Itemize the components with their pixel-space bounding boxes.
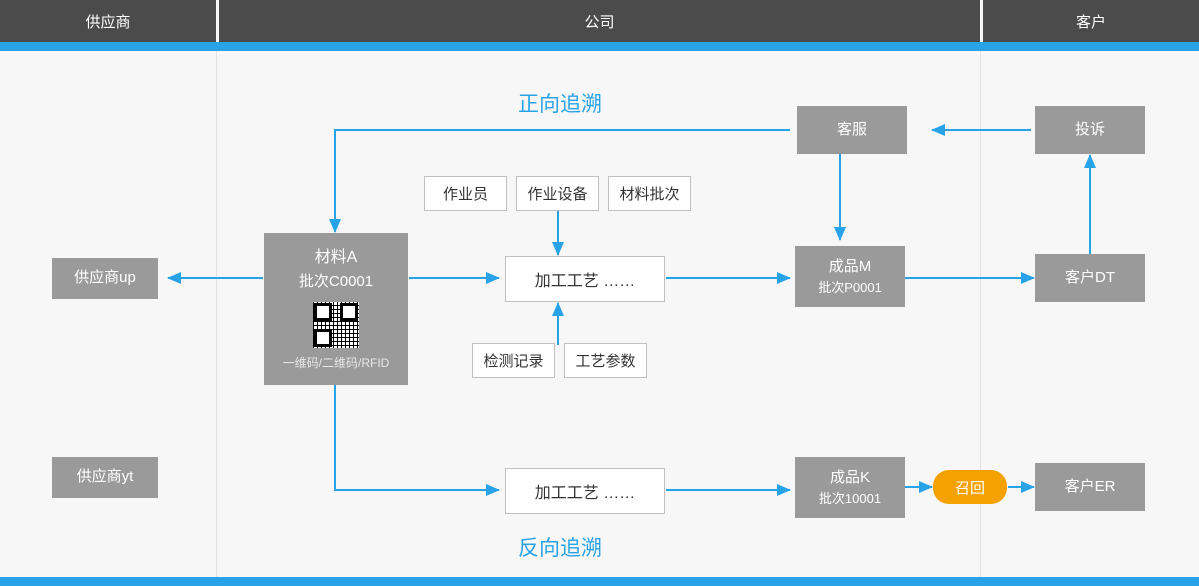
lane-header-supplier: 供应商 [0,0,216,51]
node-material-a-code-label: 一维码/二维码/RFID [282,356,390,370]
node-product-m-batch: 批次P0001 [818,280,882,295]
node-material-a-title: 材料A [314,249,358,266]
lane-header-supplier-label: 供应商 [85,13,131,31]
node-product-m-title: 成品M [828,257,872,275]
node-supplier-yt-label: 供应商yt [76,468,134,486]
node-operator[interactable]: 作业员 [424,176,507,211]
lane-divider-left [216,51,217,577]
node-inspection-record[interactable]: 检测记录 [472,343,555,378]
bottom-accent-bar [0,577,1199,586]
qr-code-icon [313,302,359,348]
node-product-m[interactable]: 成品M 批次P0001 [795,246,905,307]
node-process-parameters-label: 工艺参数 [575,353,636,370]
node-process-top-label: 加工工艺 …… [534,273,636,290]
node-customer-dt[interactable]: 客户DT [1035,254,1145,302]
node-equipment-label: 作业设备 [527,186,588,203]
node-customer-dt-label: 客户DT [1065,268,1115,286]
lane-header-customer-label: 客户 [1075,13,1106,31]
node-process-bottom-label: 加工工艺 …… [534,485,636,502]
node-operator-label: 作业员 [442,186,488,203]
node-process-parameters[interactable]: 工艺参数 [564,343,647,378]
lane-header-customer: 客户 [983,0,1199,51]
node-product-k-batch: 批次10001 [818,491,882,506]
node-supplier-up[interactable]: 供应商up [52,258,158,299]
node-customer-service-label: 客服 [836,120,867,138]
node-product-k-title: 成品K [829,468,870,486]
lane-header: 供应商 公司 客户 [0,0,1199,51]
lane-header-company-label: 公司 [584,13,615,31]
node-inspection-record-label: 检测记录 [483,353,544,370]
node-recall-label: 召回 [954,479,985,497]
backward-trace-title: 反向追溯 [518,537,602,560]
node-material-batch-label: 材料批次 [619,186,680,203]
node-process-top[interactable]: 加工工艺 …… [505,256,665,302]
node-customer-er[interactable]: 客户ER [1035,463,1145,511]
node-material-a-batch: 批次C0001 [298,273,374,290]
node-process-bottom[interactable]: 加工工艺 …… [505,468,665,514]
forward-trace-title: 正向追溯 [518,93,602,116]
node-customer-er-label: 客户ER [1064,477,1116,495]
lane-divider-right [980,51,981,577]
top-accent-bar [0,42,1199,51]
node-material-a[interactable]: 材料A 批次C0001 一维码/二维码/RFID [264,233,408,385]
node-product-k[interactable]: 成品K 批次10001 [795,457,905,518]
node-customer-service[interactable]: 客服 [797,106,907,154]
lane-header-company: 公司 [219,0,980,51]
node-material-batch[interactable]: 材料批次 [608,176,691,211]
node-equipment[interactable]: 作业设备 [516,176,599,211]
node-supplier-up-label: 供应商up [74,269,136,287]
node-complaint[interactable]: 投诉 [1035,106,1145,154]
node-complaint-label: 投诉 [1074,120,1105,138]
node-recall[interactable]: 召回 [933,470,1007,504]
node-supplier-yt[interactable]: 供应商yt [52,457,158,498]
